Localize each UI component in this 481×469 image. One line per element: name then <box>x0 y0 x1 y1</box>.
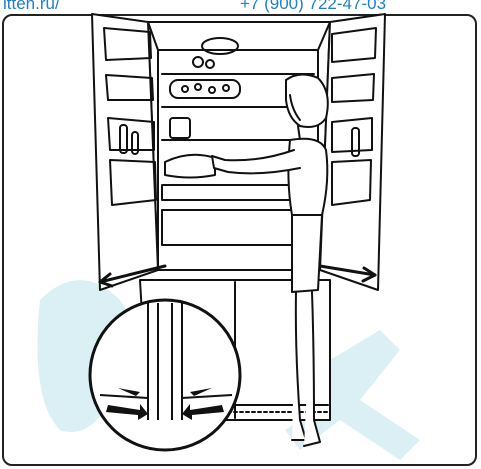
right-door <box>320 14 385 290</box>
left-door <box>92 14 158 290</box>
magnifier-inset <box>90 300 240 450</box>
